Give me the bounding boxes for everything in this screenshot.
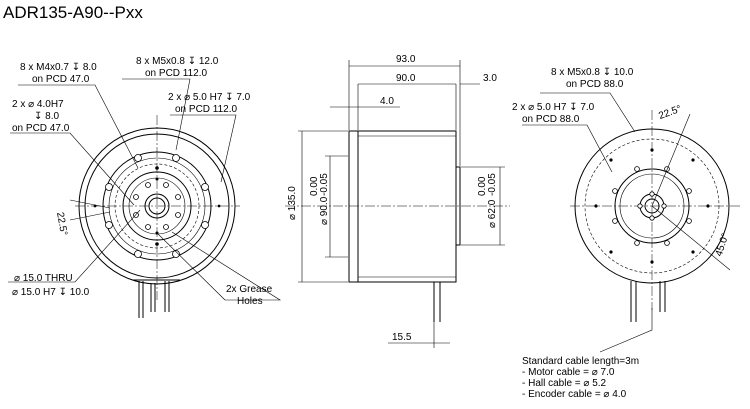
center-bore	[144, 193, 170, 219]
callout-pin-left-line1: 2 x ⌀ 4.0H7	[12, 99, 64, 110]
dim-dia90: ⌀ 90.0	[319, 196, 330, 225]
dim-4: 4.0	[380, 96, 394, 107]
callout-m5-line1: 8 x M5x0.8 ↧ 12.0	[136, 56, 219, 67]
dim-15-5: 15.5	[392, 332, 412, 343]
callout-pin-left-line2: ↧ 8.0	[34, 111, 59, 122]
rear-callout-pin-line2: on PCD 88.0	[522, 114, 580, 125]
rear-angle-b: 45.0°	[714, 232, 732, 258]
motor-body	[357, 130, 457, 283]
tol-dia62-upper: 0.00	[477, 176, 488, 196]
rear-view: 22.5° 45.0° 8 x M5x0.8 ↧ 10.0 on PCD 88.…	[512, 67, 740, 400]
grease-line2: Holes	[237, 296, 263, 307]
callout-pin-right-line1: 2 x ⌀ 5.0 H7 ↧ 7.0	[168, 92, 251, 103]
front-angle-label: 22.5°	[54, 211, 69, 236]
rear-callout-pin-line1: 2 x ⌀ 5.0 H7 ↧ 7.0	[512, 102, 595, 113]
callout-m4-line2: on PCD 47.0	[32, 74, 90, 85]
callout-m4-line1: 8 x M4x0.7 ↧ 8.0	[20, 62, 97, 73]
rear-outer-circle	[574, 128, 730, 284]
cable-note-line4: - Encoder cable = ⌀ 4.0	[522, 389, 627, 400]
thru-hole-line1: ⌀ 15.0 THRU	[14, 273, 73, 284]
cable-note-line2: - Motor cable = ⌀ 7.0	[522, 367, 615, 378]
dim-3: 3.0	[483, 73, 497, 84]
thru-hole-line2: ⌀ 15.0 H7 ↧ 10.0	[12, 287, 90, 298]
dim-90: 90.0	[396, 73, 416, 84]
side-view: 93.0 90.0 3.0 4.0 ⌀ 135.0 ⌀ 90.0 0.00 -0…	[285, 54, 510, 348]
callout-pin-right-line2: on PCD 112.0	[175, 104, 238, 115]
dim-93: 93.0	[396, 54, 416, 65]
tol-dia90-lower: -0.05	[319, 173, 330, 196]
cable-note-line1: Standard cable length=3m	[522, 356, 639, 367]
rear-angle-a: 22.5°	[657, 104, 683, 122]
grease-line1: 2x Grease	[226, 284, 273, 295]
front-view: 22.5° 8 x M4x0.7 ↧ 8.0 on PCD 47.0 8 x M…	[8, 56, 282, 318]
rear-callout-m5-line2: on PCD 88.0	[566, 79, 624, 90]
tol-dia90-upper: 0.00	[309, 176, 320, 196]
drawing-title: ADR135-A90--Pxx	[3, 3, 143, 22]
dim-dia135: ⌀ 135.0	[287, 186, 298, 220]
outer-flange-circle	[78, 127, 236, 285]
callout-pin-left-line3: on PCD 47.0	[12, 123, 70, 134]
rear-callout-m5-line1: 8 x M5x0.8 ↧ 10.0	[551, 67, 634, 78]
tol-dia62-lower: -0.05	[487, 173, 498, 196]
dim-dia62: ⌀ 62.0	[487, 199, 498, 228]
cable-note-line3: - Hall cable = ⌀ 5.2	[522, 378, 607, 389]
callout-m5-line2: on PCD 112.0	[145, 68, 208, 79]
